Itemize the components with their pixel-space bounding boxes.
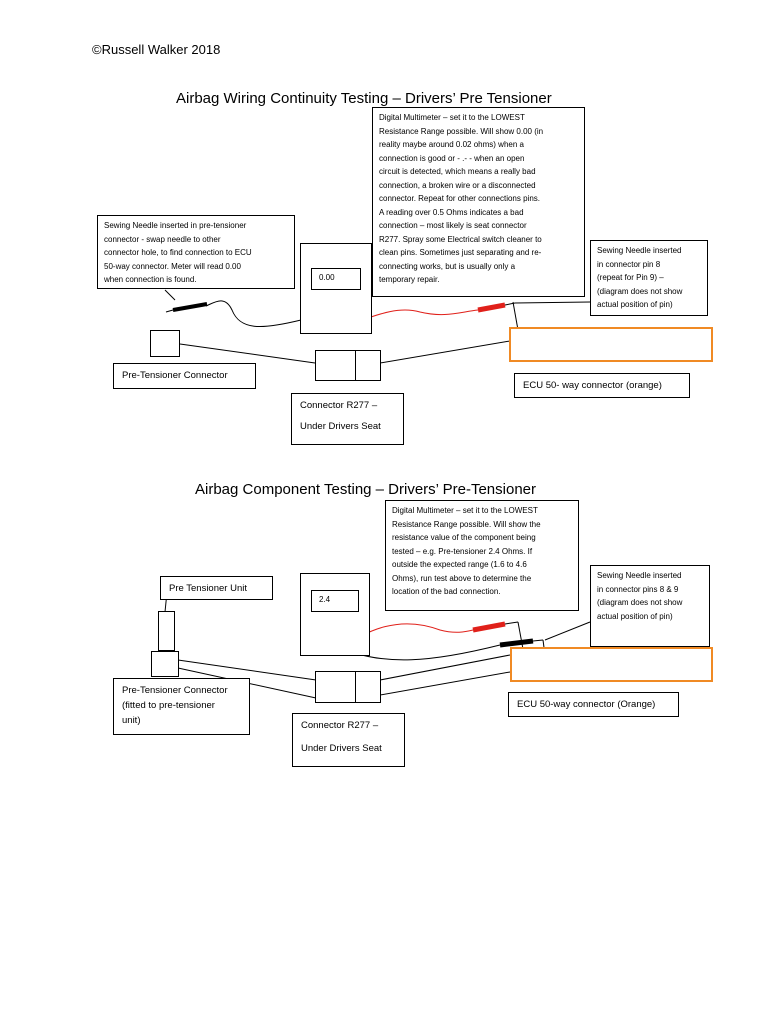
note-line: when connection is found. <box>104 275 197 284</box>
note-line: Resistance Range possible. Will show the <box>392 519 541 529</box>
meter-display-1: 0.00 <box>311 268 361 290</box>
note-line: Digital Multimeter – set it to the LOWES… <box>379 113 525 122</box>
note-line: Ohms), run test above to determine the <box>392 573 532 583</box>
needle-left-note: Sewing Needle inserted in pre-tensioner … <box>97 215 295 289</box>
meter-black-lead <box>205 300 302 328</box>
note-line: actual position of pin) <box>597 611 673 621</box>
pretensioner-connector-label-1: Pre-Tensioner Connector <box>113 363 256 389</box>
note-line: (diagram does not show <box>597 286 683 296</box>
note-line: Digital Multimeter – set it to the LOWES… <box>392 506 538 515</box>
note-line: location of the bad connection. <box>392 587 501 596</box>
needle-right-note-1: Sewing Needle inserted in connector pin … <box>590 240 708 316</box>
note-line: actual position of pin) <box>597 300 673 309</box>
pretensioner-connector-label-2: Pre-Tensioner Connector (fitted to pre-t… <box>113 678 250 735</box>
right-probe-handle <box>477 302 506 313</box>
pretensioner-unit <box>158 611 175 651</box>
harness-wire-left <box>179 343 316 364</box>
harness-wire-2a <box>177 659 317 681</box>
red-probe-tip-2 <box>504 621 519 625</box>
label-line: Connector R277 – <box>301 720 379 731</box>
label-line: unit) <box>122 715 141 726</box>
multimeter-1: 0.00 <box>300 243 372 334</box>
connector-divider <box>355 672 356 702</box>
harness-wire-right <box>379 340 511 364</box>
note-line: (repeat for Pin 9) – <box>597 273 664 282</box>
note-line: connecting works, but is usually only a <box>379 261 516 271</box>
note-line: resistance value of the component being <box>392 533 536 542</box>
right-note-pointer-2 <box>544 621 591 641</box>
section1-title: Airbag Wiring Continuity Testing – Drive… <box>176 90 552 107</box>
note-line: reality maybe around 0.02 ohms) when a <box>379 140 524 149</box>
note-line: connection is good or - .- - when an ope… <box>379 153 525 163</box>
note-line: R277. Spray some Electrical switch clean… <box>379 234 542 244</box>
harness-wire-2d <box>379 671 511 696</box>
note-line: temporary repair. <box>379 275 440 284</box>
meter-note-2: Digital Multimeter – set it to the LOWES… <box>385 500 579 611</box>
left-needle-handle <box>172 302 208 312</box>
copyright-text: ©Russell Walker 2018 <box>92 42 221 57</box>
red-probe-handle-2 <box>472 621 506 633</box>
note-line: connection – most likely is seat connect… <box>379 221 527 230</box>
label-line: Under Drivers Seat <box>301 743 382 754</box>
ecu-label-2: ECU 50-way connector (Orange) <box>508 692 679 717</box>
note-line: tested – e.g. Pre-tensioner 2.4 Ohms. If <box>392 546 533 556</box>
note-line: circuit is detected, which means a reall… <box>379 167 536 176</box>
right-note-pointer <box>514 301 591 304</box>
black-probe-handle-2 <box>499 638 534 648</box>
meter-display-2: 2.4 <box>311 590 359 612</box>
right-needle <box>512 301 519 331</box>
note-line: connection, a broken wire or a disconnec… <box>379 180 536 190</box>
r277-label-2: Connector R277 – Under Drivers Seat <box>292 713 405 767</box>
label-line: Under Drivers Seat <box>300 421 381 432</box>
pretensioner-unit-label: Pre Tensioner Unit <box>160 576 273 600</box>
note-line: connector. Repeat for other connections … <box>379 194 540 203</box>
meter-note-1: Digital Multimeter – set it to the LOWES… <box>372 107 585 297</box>
ecu-connector-1 <box>509 327 713 362</box>
pretensioner-connector-1 <box>150 330 180 357</box>
multimeter-2: 2.4 <box>300 573 370 656</box>
ecu-connector-2 <box>510 647 713 682</box>
connector-r277-2 <box>315 671 381 703</box>
label-line: Connector R277 – <box>300 400 378 411</box>
note-line: connector - swap needle to other <box>104 234 221 244</box>
note-line: Sewing Needle inserted in pre-tensioner <box>104 221 247 230</box>
needle-right-note-2: Sewing Needle inserted in connector pins… <box>590 565 710 647</box>
note-line: in connector pins 8 & 9 <box>597 584 679 594</box>
note-line: clean pins. Sometimes just separating an… <box>379 248 542 257</box>
black-probe-tip-2 <box>532 639 544 642</box>
note-line: outside the expected range (1.6 to 4.6 <box>392 560 527 569</box>
left-needle-tip <box>165 309 174 313</box>
connector-r277-1 <box>315 350 381 381</box>
ecu-label-1: ECU 50- way connector (orange) <box>514 373 690 398</box>
note-line: connector hole, to find connection to EC… <box>104 248 252 257</box>
note-line: in connector pin 8 <box>597 259 661 269</box>
note-line: Sewing Needle inserted <box>597 571 682 580</box>
note-line: A reading over 0.5 Ohms indicates a bad <box>379 207 524 217</box>
pretensioner-connector-2 <box>151 651 179 677</box>
connector-divider <box>355 351 356 380</box>
r277-label-1: Connector R277 – Under Drivers Seat <box>291 393 404 445</box>
note-line: Sewing Needle inserted <box>597 246 682 255</box>
note-line: 50-way connector. Meter will read 0.00 <box>104 261 241 271</box>
section2-title: Airbag Component Testing – Drivers’ Pre-… <box>195 481 536 498</box>
note-line: Resistance Range possible. Will show 0.0… <box>379 126 544 136</box>
harness-wire-2c <box>379 654 511 681</box>
needle-note-pointer <box>164 289 176 301</box>
note-line: (diagram does not show <box>597 598 683 607</box>
label-line: (fitted to pre-tensioner <box>122 700 215 711</box>
label-line: Pre-Tensioner Connector <box>122 685 228 696</box>
